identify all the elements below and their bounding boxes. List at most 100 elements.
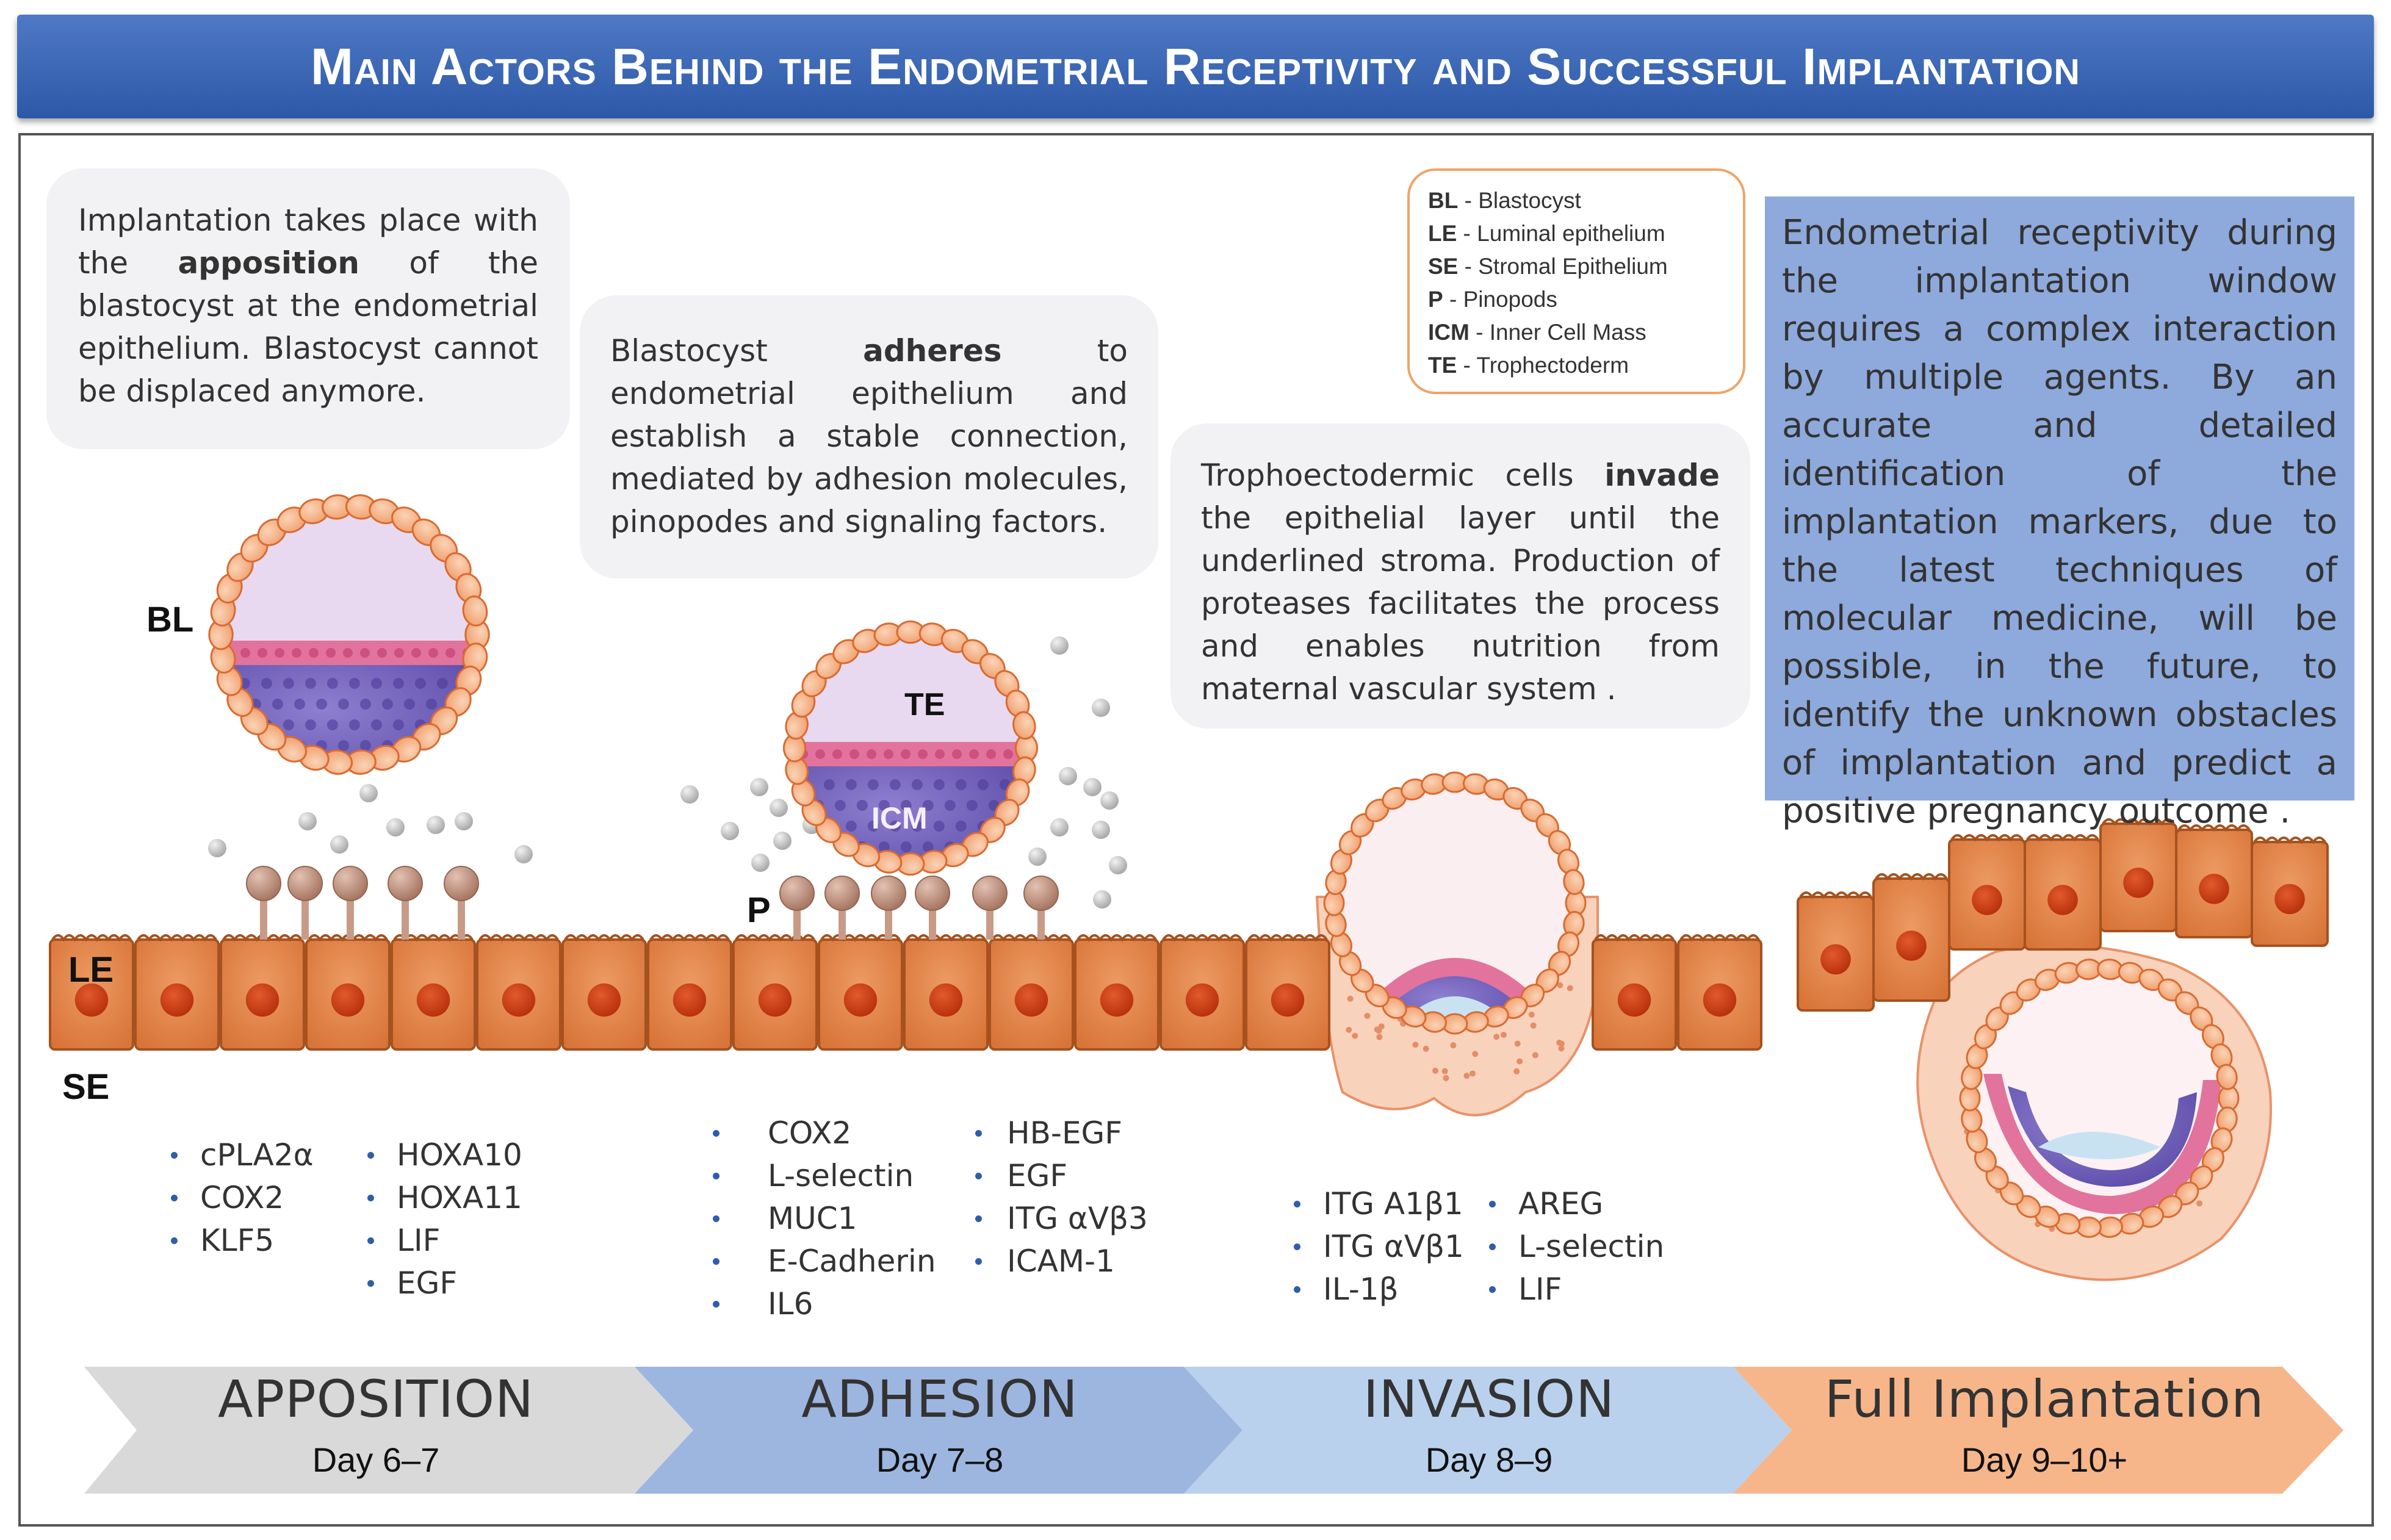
icm-cell [955, 821, 967, 832]
microvilli [2253, 837, 2326, 844]
marker-item: KLF5 [166, 1219, 314, 1262]
apposition-description: Implantation takes place with the apposi… [46, 168, 570, 449]
trophectoderm-cell [2216, 1063, 2238, 1090]
pinopode [287, 866, 323, 940]
pinopode [871, 876, 906, 940]
epithelial-cell [903, 934, 989, 1051]
stromal-cell-dot [1376, 1034, 1383, 1040]
stromal-cell-dot [1530, 1022, 1537, 1029]
epithelial-cell [1592, 934, 1677, 1051]
microvilli [51, 934, 132, 942]
icm-cell [381, 699, 393, 710]
icm-cell [316, 699, 327, 710]
te-cell-nucleus [275, 648, 284, 658]
icm-cell [305, 678, 316, 689]
stage-day-invasion: Day 8–9 [1425, 1441, 1553, 1479]
icm-cell [326, 678, 338, 689]
icm-cell [337, 740, 349, 751]
stromal-cell-dot [1412, 1042, 1419, 1048]
epithelial-cell [1159, 934, 1245, 1051]
nucleus [2123, 868, 2154, 898]
epithelial-cell [2251, 837, 2329, 947]
signaling-molecule [721, 822, 739, 840]
signaling-molecule [773, 832, 792, 850]
header-banner: Main Actors Behind the Endometrial Recep… [17, 15, 2374, 118]
icm-cell [283, 719, 294, 730]
icm-cell [370, 678, 382, 689]
microvilli [1799, 891, 1872, 899]
te-cell-nucleus [326, 648, 336, 658]
pinopode-stalk [793, 904, 801, 940]
epithelial-cell [1948, 834, 2026, 951]
nucleus [1185, 983, 1219, 1017]
signaling-molecule [770, 799, 788, 817]
icm-cell [878, 800, 890, 811]
icm-cell [922, 841, 934, 852]
pinopode [915, 876, 950, 940]
stage-arrow-invasion [1184, 1367, 1792, 1494]
microvilli [1875, 873, 1948, 881]
marker-item: ITG αVβ1 [1289, 1225, 1464, 1268]
stromal-cell-dot [1528, 1011, 1535, 1018]
nucleus [1820, 944, 1851, 975]
stromal-cell-dot [1500, 1032, 1507, 1038]
icm-cell [1021, 821, 1024, 832]
pinopode [246, 866, 281, 940]
epithelial-cell [391, 934, 476, 1051]
marker-item: ITG αVβ3 [970, 1197, 1148, 1240]
nucleus [1014, 983, 1048, 1017]
microvilli [991, 934, 1072, 942]
icm-cell [845, 779, 857, 790]
signaling-molecule [298, 812, 317, 830]
page-title: Main Actors Behind the Endometrial Recep… [310, 38, 2081, 95]
te-cell-nucleus [411, 648, 421, 658]
te-cell-nucleus [918, 749, 928, 759]
te-pink-layer [1983, 1074, 2221, 1214]
nucleus [416, 983, 450, 1017]
pinopode-stalk [986, 904, 994, 940]
trophectoderm-shell [1323, 771, 1587, 1035]
cavity [2038, 1132, 2160, 1159]
pinopode-stalk [301, 894, 309, 940]
nucleus [843, 983, 878, 1017]
icm-cell [911, 779, 923, 790]
marker-item: IL6 [708, 1283, 936, 1325]
icm-cell [900, 800, 912, 811]
icm-cell [469, 740, 476, 751]
pinopode [444, 866, 479, 940]
microvilli [478, 934, 559, 942]
stromal-cell-dot [1558, 1045, 1565, 1052]
microvilli [1076, 934, 1157, 942]
icm-cell [261, 678, 272, 689]
pinopode-head [972, 876, 1008, 911]
nucleus [2274, 883, 2305, 915]
icm-cell [370, 719, 382, 730]
icm-cell [911, 821, 923, 832]
pinopode-head [824, 876, 860, 911]
signaling-molecule [330, 835, 348, 854]
nucleus [587, 983, 621, 1017]
pinopode-stalk [885, 904, 892, 940]
signaling-molecule [1050, 818, 1069, 837]
icm-cell [933, 821, 945, 832]
pinopode [779, 876, 815, 940]
trophectoderm-shell [1959, 959, 2240, 1238]
te-cell-nucleus [901, 749, 911, 759]
marker-item: E-Cadherin [708, 1240, 936, 1283]
stage-arrow-apposition [84, 1367, 693, 1494]
epithelial-cell [732, 934, 818, 1051]
pinopode-stalk [838, 904, 846, 940]
signaling-molecule [455, 812, 473, 830]
legend-item: LE - Luminal epithelium [1428, 221, 1665, 246]
trophectoderm-cell [1563, 869, 1585, 896]
signaling-molecule [386, 818, 405, 837]
nucleus [1617, 983, 1651, 1017]
stromal-cell-dot [1463, 1073, 1470, 1079]
nucleus [1703, 983, 1737, 1017]
epithelial-cell [818, 934, 903, 1051]
pinopode-head [333, 866, 368, 901]
label-le: LE [68, 950, 114, 990]
te-cell-nucleus [240, 648, 250, 658]
marker-item: cPLA2α [166, 1134, 314, 1176]
